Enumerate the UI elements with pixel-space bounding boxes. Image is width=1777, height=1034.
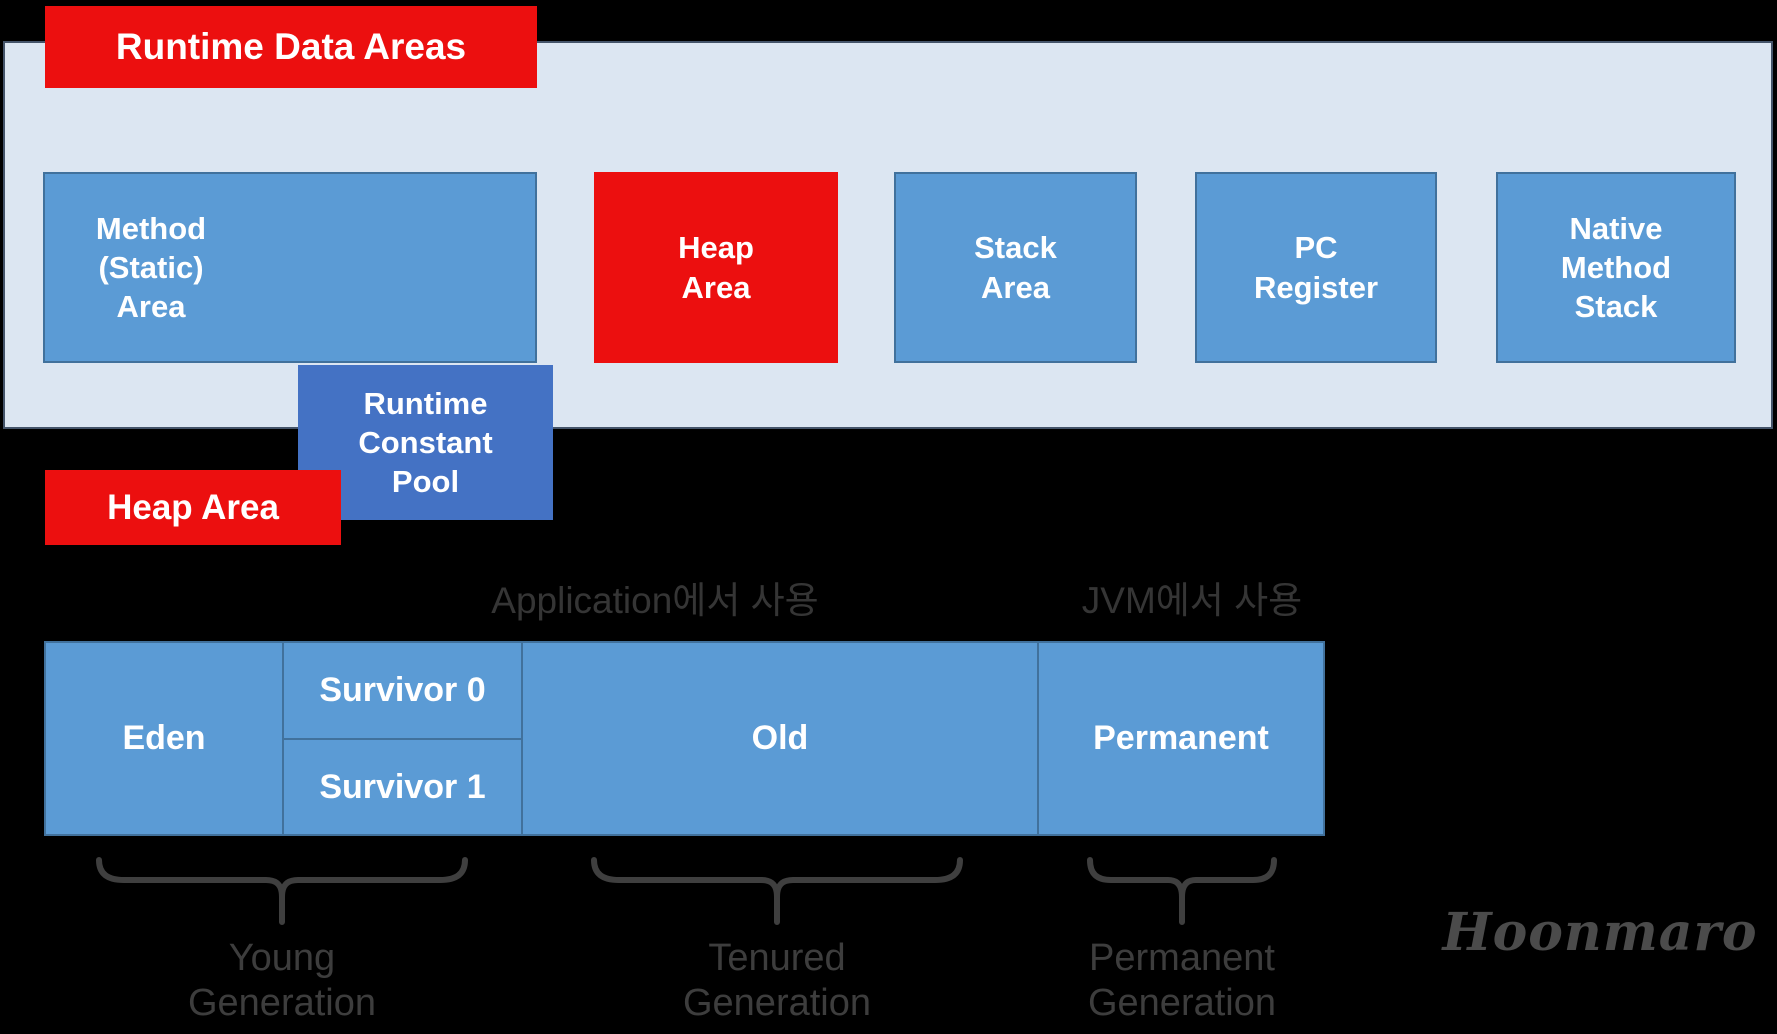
method-static-area-box: Method (Static) Area Runtime Constant Po… bbox=[43, 172, 553, 520]
native-method-stack-label: Native Method Stack bbox=[1560, 210, 1672, 325]
native-method-stack-box: Native Method Stack bbox=[1496, 172, 1736, 363]
pc-register-box: PC Register bbox=[1195, 172, 1437, 363]
survivor-0-label: Survivor 0 bbox=[319, 671, 486, 710]
stack-area-label: Stack Area bbox=[974, 230, 1057, 305]
author-signature: Hoonmaro bbox=[1442, 902, 1758, 963]
eden-label: Eden bbox=[122, 719, 206, 758]
heap-area-label: Heap Area bbox=[678, 230, 754, 305]
eden-cell: Eden bbox=[44, 641, 284, 836]
survivor-1-cell: Survivor 1 bbox=[282, 738, 523, 836]
young-generation-brace bbox=[96, 857, 468, 925]
survivor-1-label: Survivor 1 bbox=[319, 767, 486, 806]
tenured-generation-label: Tenured Generation bbox=[682, 937, 871, 1024]
heap-area-box: Heap Area bbox=[594, 172, 838, 363]
permanent-generation-label: Permanent Generation bbox=[1087, 937, 1276, 1024]
old-cell: Old bbox=[521, 641, 1039, 836]
application-usage-annotation: Application에서 사용 bbox=[491, 580, 819, 621]
permanent-label: Permanent bbox=[1093, 719, 1269, 758]
heap-section-title: Heap Area bbox=[45, 470, 341, 545]
method-static-area-label: Method (Static) Area bbox=[95, 210, 207, 325]
stack-area-box: Stack Area bbox=[894, 172, 1137, 363]
runtime-data-areas-title-text: Runtime Data Areas bbox=[115, 26, 467, 67]
young-generation-label: Young Generation bbox=[187, 937, 376, 1024]
tenured-generation-brace bbox=[591, 857, 963, 925]
permanent-cell: Permanent bbox=[1037, 641, 1325, 836]
runtime-data-areas-title: Runtime Data Areas bbox=[45, 6, 537, 88]
old-label: Old bbox=[751, 719, 809, 758]
jvm-usage-annotation: JVM에서 사용 bbox=[1081, 580, 1303, 621]
runtime-constant-pool-label: Runtime Constant Pool bbox=[358, 385, 493, 500]
heap-section-title-text: Heap Area bbox=[107, 487, 279, 527]
permanent-generation-brace bbox=[1087, 857, 1277, 925]
method-static-area-label-wrap: Method (Static) Area bbox=[45, 174, 257, 361]
pc-register-label: PC Register bbox=[1253, 230, 1379, 305]
survivor-0-cell: Survivor 0 bbox=[282, 641, 523, 740]
